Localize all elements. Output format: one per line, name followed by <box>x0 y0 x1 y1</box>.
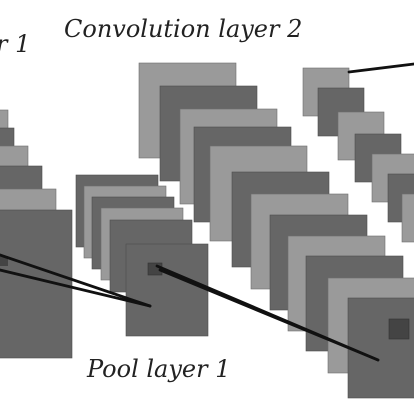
connector-line <box>158 268 380 362</box>
feature-map <box>401 193 414 243</box>
connector-line <box>0 253 152 308</box>
connector-line <box>0 268 152 308</box>
conv-layer-1-label: r 1 <box>0 30 30 58</box>
feature-map <box>347 297 414 399</box>
pool-layer-1-stack <box>75 174 209 337</box>
connector-lines <box>0 62 414 362</box>
feature-map <box>125 243 209 337</box>
pool-layer-2-stack <box>302 67 414 243</box>
receptive-field-patch <box>0 256 8 266</box>
conv-layer-1-stack <box>0 109 73 359</box>
receptive-field-patch <box>388 318 410 340</box>
pool-layer-1-label: Pool layer 1 <box>86 355 231 383</box>
conv-layer-2-stack <box>138 62 414 399</box>
conv-layer-2-label: Convolution layer 2 <box>64 15 302 43</box>
connector-line <box>347 62 414 74</box>
